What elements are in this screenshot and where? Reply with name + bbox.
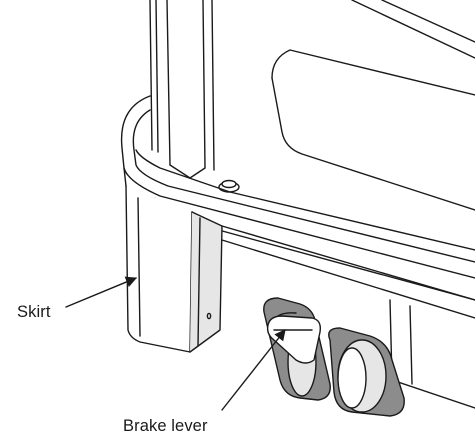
vertical-post	[149, 0, 215, 179]
skirt-block	[125, 185, 223, 353]
door-panel	[271, 0, 475, 211]
screw-knob	[218, 179, 240, 193]
brake-lever	[266, 312, 322, 364]
brake-lever-label: Brake lever	[123, 417, 208, 435]
brake-lever-leader-line	[221, 329, 286, 411]
skirt-leader-line	[65, 276, 138, 308]
skirt-label: Skirt	[17, 303, 51, 321]
